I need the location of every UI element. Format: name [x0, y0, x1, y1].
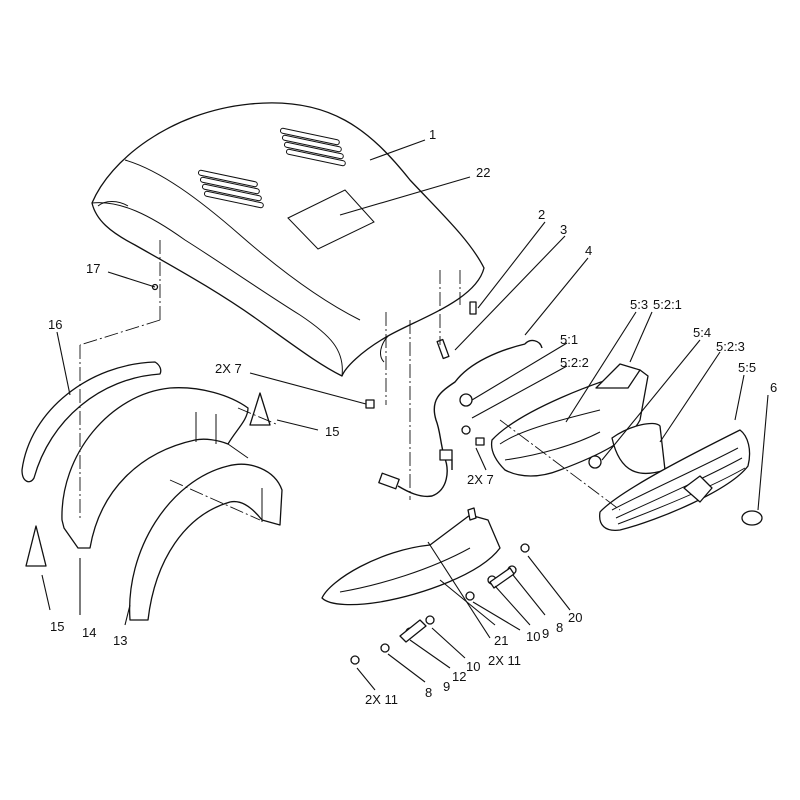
lower-bracket [321, 507, 501, 606]
callout-5-3: 5:3 [630, 297, 649, 312]
callout-10-lower: 10 [466, 659, 481, 674]
callout-5-5: 5:5 [738, 360, 757, 375]
hardware-fasteners [350, 543, 530, 665]
callout-1: 1 [429, 127, 437, 142]
callout-8-upper: 8 [556, 620, 564, 635]
callout-9-upper: 9 [542, 626, 550, 641]
rear-fender [129, 463, 283, 621]
headlight-assembly [459, 363, 666, 477]
leader-lines [41, 139, 769, 691]
callout-5-2-1: 5:2:1 [653, 297, 682, 312]
front-fender [61, 387, 249, 549]
callout-15-lower: 15 [50, 619, 65, 634]
callout-20: 20 [568, 610, 583, 625]
callout-14: 14 [82, 625, 97, 640]
callout-21: 21 [494, 633, 509, 648]
callout-16: 16 [48, 317, 63, 332]
callout-2x-7-lower: 2X 7 [467, 472, 494, 487]
wedge-bumper-upper [249, 392, 271, 426]
callout-3: 3 [560, 222, 568, 237]
phantom-lines [79, 240, 621, 521]
callout-13: 13 [113, 633, 128, 648]
callout-9-lower: 9 [443, 679, 451, 694]
callout-15-upper: 15 [325, 424, 340, 439]
callout-10-upper: 10 [526, 629, 541, 644]
wire-harness [378, 339, 543, 498]
callout-5-4: 5:4 [693, 325, 712, 340]
callout-6: 6 [770, 380, 778, 395]
callout-12: 12 [452, 669, 467, 684]
callout-5-1: 5:1 [560, 332, 579, 347]
callout-2: 2 [538, 207, 546, 222]
callout-22: 22 [476, 165, 491, 180]
callout-2x-11-lower: 2X 11 [365, 692, 399, 707]
callout-17: 17 [86, 261, 101, 276]
hood-vents-lower [197, 169, 264, 209]
fender-trim [21, 361, 162, 483]
callout-5-2-2: 5:2:2 [560, 355, 589, 370]
hood-decal [287, 189, 375, 250]
callout-8-lower: 8 [425, 685, 433, 700]
callout-2x-7-upper: 2X 7 [215, 361, 242, 376]
wedge-bumper-lower [25, 525, 47, 567]
callout-5-2-3: 5:2:3 [716, 339, 745, 354]
callout-2x-11-upper: 2X 11 [488, 653, 522, 668]
grille [599, 429, 763, 531]
hood-vents-upper [279, 127, 346, 167]
callout-4: 4 [585, 243, 593, 258]
